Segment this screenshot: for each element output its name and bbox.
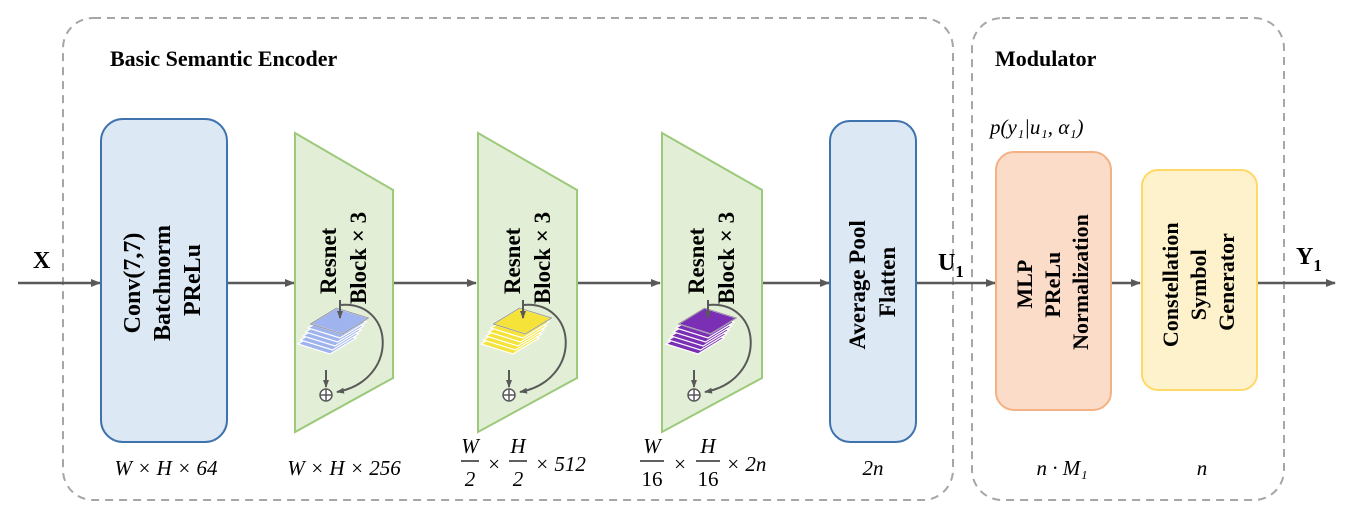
feature-map-outline [309, 307, 370, 335]
layer-stack-icon [664, 307, 738, 355]
svg-text:H: H [699, 434, 717, 458]
svg-text:W: W [643, 434, 663, 458]
svg-text:16: 16 [698, 467, 719, 491]
skip-connection-icon [319, 300, 384, 402]
pool-block-label: Average Pool Flatten [845, 215, 900, 350]
output-label: Y1 [1296, 244, 1322, 275]
input-label: X [33, 248, 51, 274]
resnet-block-3: Resnet Block × 3 [661, 131, 763, 434]
mlp-block-label: MLP PReLu Normalization [1012, 214, 1093, 350]
svg-text:×: × [674, 452, 686, 476]
layer-stack-icon [296, 307, 370, 355]
constellation-block-label: Constellation Symbol Generator [1158, 217, 1239, 347]
pool-dim-label: 2n [863, 456, 884, 480]
resnet-1-dim-label: W × H × 256 [287, 456, 401, 480]
resnet-block-1: Resnet Block × 3 [294, 131, 394, 434]
svg-text:H: H [509, 434, 527, 458]
conv-block [100, 118, 228, 443]
skip-connection-icon [687, 300, 752, 402]
skip-connection-icon [502, 300, 567, 402]
u-label: U1 [938, 250, 964, 281]
svg-text:× 512: × 512 [535, 452, 586, 476]
encoder-title: Basic Semantic Encoder [110, 46, 338, 71]
svg-text:×: × [487, 452, 501, 476]
svg-text:2: 2 [465, 467, 476, 491]
layer-stack-icon [479, 307, 553, 355]
resnet-2-dim-label: W 2 × H 2 × 512 [461, 434, 586, 491]
modulator-group [971, 17, 1285, 501]
constellation-dim-label: n [1197, 456, 1208, 480]
resnet-block-2: Resnet Block × 3 [477, 131, 578, 434]
svg-text:2: 2 [513, 467, 524, 491]
feature-map-outline [492, 307, 553, 335]
resnet-3-label: Resnet Block × 3 [684, 212, 739, 304]
mlp-dim-label: n · M₁ [1036, 456, 1087, 480]
probability-label: p(y₁|u₁, α₁) [988, 115, 1084, 139]
resnet-1-label: Resnet Block × 3 [316, 212, 371, 304]
modulator-title: Modulator [995, 46, 1097, 71]
feature-map-outline [677, 307, 738, 335]
mlp-block [995, 151, 1112, 411]
constellation-block [1141, 169, 1258, 391]
conv-dim-label: W × H × 64 [114, 456, 218, 480]
resnet-2-label: Resnet Block × 3 [500, 212, 555, 304]
pool-block [829, 120, 917, 443]
resnet-3-dim-label: W 16 × H 16 × 2n [640, 434, 766, 491]
svg-text:W: W [461, 434, 481, 458]
svg-text:16: 16 [642, 467, 663, 491]
conv-block-label: Conv(7,7) Batchnorm PReLu [120, 219, 206, 341]
svg-text:× 2n: × 2n [726, 452, 766, 476]
